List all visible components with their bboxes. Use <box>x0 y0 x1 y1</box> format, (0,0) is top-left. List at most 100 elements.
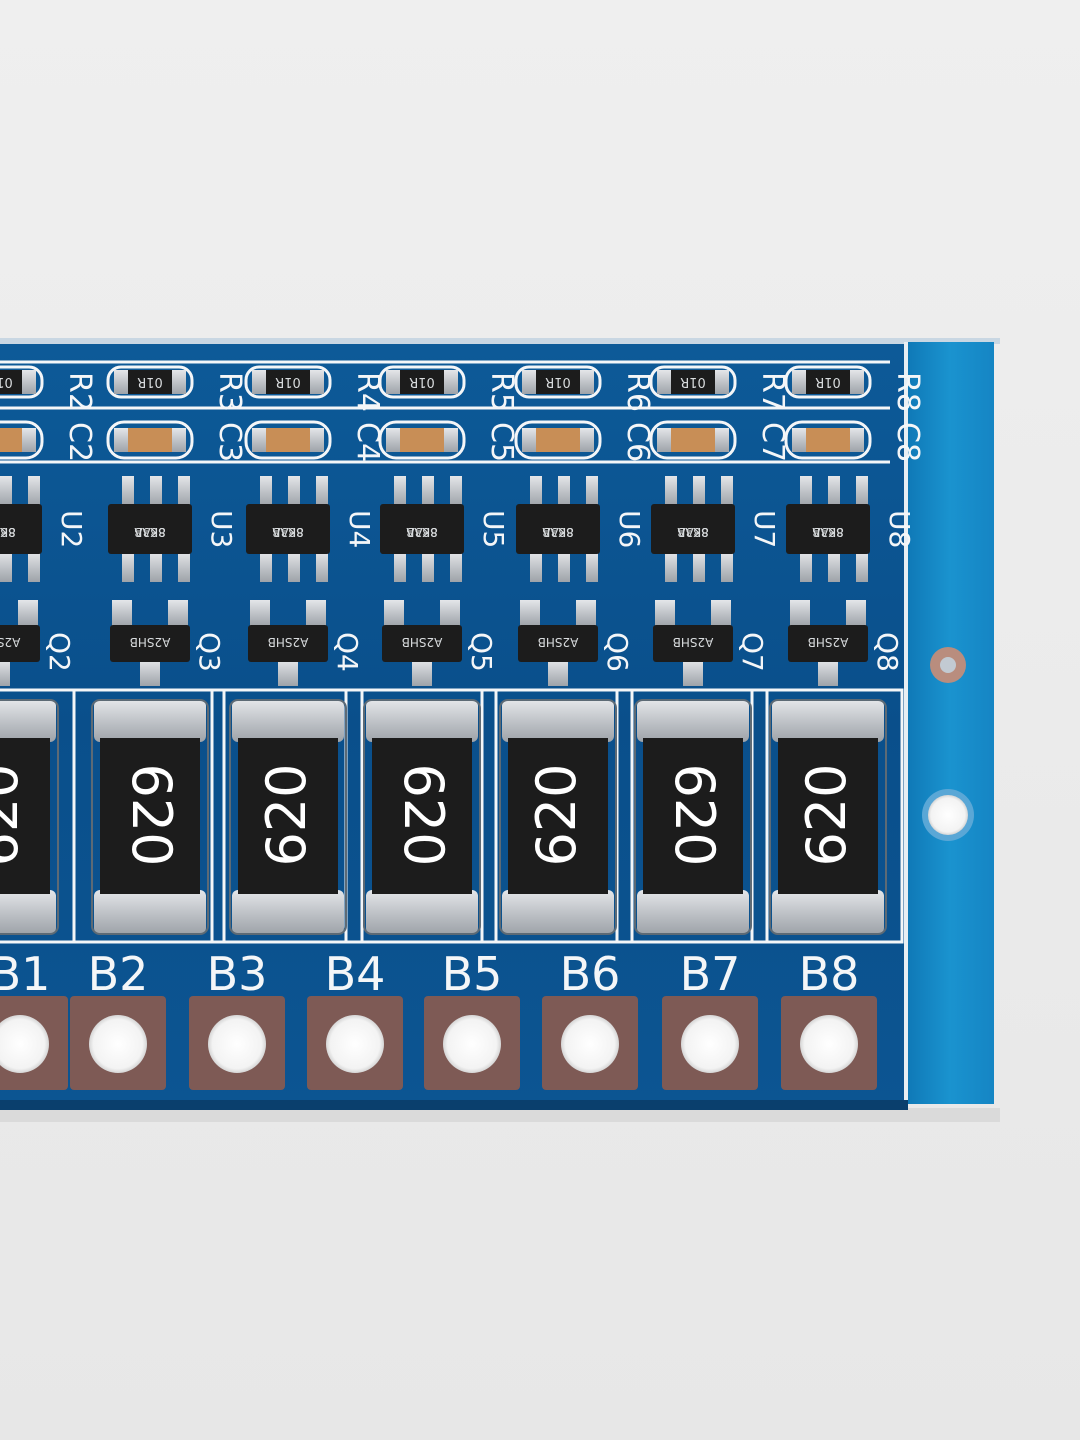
c-label: C6 <box>620 422 655 462</box>
pad-label: B7 <box>680 947 741 1001</box>
c-label: C8 <box>890 422 925 462</box>
resistor-outline <box>378 365 466 399</box>
ic-pin-top <box>800 476 812 506</box>
capacitor-outline <box>649 420 737 460</box>
resistor-outline <box>244 365 332 399</box>
resistor-body <box>386 370 458 394</box>
ic-pin-top <box>665 476 677 506</box>
capacitor-body <box>386 428 458 452</box>
pad-hole <box>800 1015 858 1073</box>
board-bottom-edge <box>0 1100 908 1110</box>
ic-mark-1: 883A <box>812 525 844 539</box>
ic-body <box>0 504 42 554</box>
q-label: Q6 <box>601 632 634 672</box>
fet-pin-bottom <box>0 660 10 686</box>
resistor-mark: 01R <box>0 374 13 389</box>
ic-pin-top <box>856 476 868 506</box>
capacitor-outline <box>106 420 194 460</box>
capacitor-outline <box>378 420 466 460</box>
resistor-outline <box>0 365 44 399</box>
q-label: Q4 <box>331 632 364 672</box>
fet-body <box>0 625 40 662</box>
u-label: U7 <box>748 510 781 548</box>
q-label: Q8 <box>871 632 904 672</box>
ic-pin-bottom <box>586 552 598 582</box>
ic-pin-top <box>558 476 570 506</box>
pad-hole <box>326 1015 384 1073</box>
capacitor-cap-right <box>310 428 324 452</box>
power-resistor-cap-bottom <box>94 890 206 934</box>
fet-body <box>382 625 462 662</box>
ic-pin-bottom <box>394 552 406 582</box>
resistor-body <box>114 370 186 394</box>
ic-pin-bottom <box>721 552 733 582</box>
power-resistor-outline <box>229 699 347 935</box>
fet-pin-left <box>250 600 270 626</box>
resistor-body <box>792 370 864 394</box>
fet-mark: A2SHB <box>130 635 171 649</box>
pad-hole <box>561 1015 619 1073</box>
fet-mark: A2SHB <box>402 635 443 649</box>
capacitor-body <box>522 428 594 452</box>
c-label: C2 <box>62 422 97 462</box>
capacitor-cap-left <box>522 428 536 452</box>
capacitor-cap-left <box>386 428 400 452</box>
pad-hole <box>681 1015 739 1073</box>
fet-pin-left <box>790 600 810 626</box>
r-label: R5 <box>484 372 519 412</box>
edge-strip <box>906 342 994 1104</box>
ic-mark-1: 883A <box>0 525 16 539</box>
capacitor-cap-right <box>850 428 864 452</box>
pad-hole <box>208 1015 266 1073</box>
resistor-cap-left <box>792 370 806 394</box>
power-resistor-outline <box>634 699 752 935</box>
resistor-cap-right <box>310 370 324 394</box>
pad-label: B8 <box>799 947 860 1001</box>
pad-hole <box>89 1015 147 1073</box>
resistor-cap-left <box>386 370 400 394</box>
ic-pin-top <box>394 476 406 506</box>
ic-pin-bottom <box>28 552 40 582</box>
ic-pin-top <box>178 476 190 506</box>
ic-pin-top <box>260 476 272 506</box>
u-label: U5 <box>477 510 510 548</box>
r-label: R8 <box>890 372 925 412</box>
resistor-mark: 01R <box>815 374 841 389</box>
resistor-cap-right <box>444 370 458 394</box>
fet-pin-right <box>846 600 866 626</box>
r-label: R2 <box>62 372 97 412</box>
power-resistor-cap-bottom <box>772 890 884 934</box>
ic-mark-2: 8KAB <box>406 525 438 539</box>
ic-mark-2: 8KAB <box>812 525 844 539</box>
power-resistor-mark: 620 <box>392 763 455 866</box>
ic-pin-bottom <box>0 552 12 582</box>
power-resistor-mark: 620 <box>0 763 30 866</box>
fet-mark: A2SHB <box>538 635 579 649</box>
power-resistor-cap-top <box>0 700 56 742</box>
power-resistor-cap-bottom <box>366 890 478 934</box>
fet-body <box>788 625 868 662</box>
power-resistor-cap-top <box>94 700 206 742</box>
ic-pin-top <box>316 476 328 506</box>
ic-pin-top <box>150 476 162 506</box>
pad-label: B5 <box>442 947 503 1001</box>
power-resistor-mark: 620 <box>525 763 588 866</box>
r-label: R6 <box>620 372 655 412</box>
power-resistor-body <box>778 738 878 894</box>
r-label: R7 <box>755 372 790 412</box>
ic-pin-top <box>0 476 12 506</box>
fet-pin-left <box>520 600 540 626</box>
pad-label: B1 <box>0 947 50 1001</box>
c-label: C3 <box>212 422 247 462</box>
fet-mark: A2SHB <box>268 635 309 649</box>
fet-body <box>248 625 328 662</box>
resistor-body <box>522 370 594 394</box>
ic-body <box>246 504 330 554</box>
ic-pin-bottom <box>800 552 812 582</box>
power-resistor-cap-top <box>366 700 478 742</box>
resistor-cap-left <box>252 370 266 394</box>
u-label: U8 <box>883 510 916 548</box>
resistor-mark: 01R <box>545 374 571 389</box>
ic-pin-bottom <box>260 552 272 582</box>
capacitor-cap-right <box>580 428 594 452</box>
